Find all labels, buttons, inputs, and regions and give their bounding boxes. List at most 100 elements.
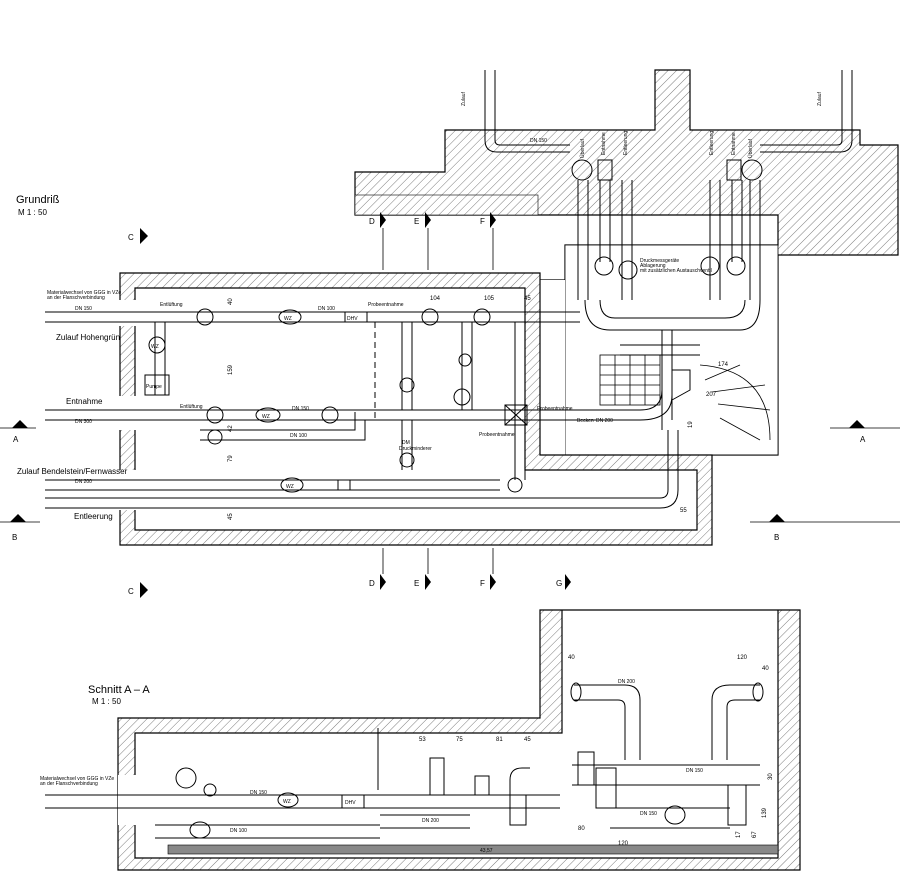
label-dn-150-entnahme: DN 150 [292,406,309,412]
label-druckmessgeraete: Druckmessgeräte [640,258,679,264]
label-dn-150-zulauf: DN 150 [530,138,547,144]
section-dn-150: DN 150 [250,790,267,796]
label-wz-2: WZ [284,316,292,322]
section-dn-100: DN 100 [230,828,247,834]
section-dim-40-left: 40 [568,655,575,661]
section-dim-40-right: 40 [762,666,769,672]
section-dim-120-top: 120 [737,655,748,661]
section-walls [117,609,801,871]
section-dim-17: 17 [736,831,742,838]
label-zulauf-right: Zulauf [817,91,823,106]
section-dim-67: 67 [752,831,758,838]
label-entleerung: Entleerung [74,512,113,521]
label-austauschventil: mit zusätzlichen Austauschventil [640,268,712,274]
section-mark-b-left: B [12,533,17,542]
section-mark-f-top: F [480,217,485,226]
section-dim-80: 80 [578,826,585,832]
section-mark-e-top: E [414,217,419,226]
section-wz: WZ [283,799,291,805]
dim-79: 79 [228,455,234,462]
riser-pipes [484,70,853,430]
label-dn-300: DN 300 [75,419,92,425]
section-view: Schnitt A – A M 1 : 50 Materialwechsel v… [40,609,801,871]
section-title: Schnitt A – A [88,684,150,696]
section-mark-e-bottom: E [414,579,419,588]
section-mark-b-right: B [774,533,779,542]
label-entnahme: Entnahme [66,397,103,406]
main-pipes [45,311,679,509]
plan-scale: M 1 : 50 [18,208,47,217]
section-mark-a-left: A [13,435,19,444]
section-pipes [45,682,764,839]
section-mark-c-top: C [128,233,134,242]
section-dn-200-right: DN 200 [618,679,635,685]
main-chamber-walls [119,272,713,546]
section-dim-30: 30 [768,773,774,780]
section-dim-120-bottom: 120 [618,841,629,847]
label-becken: Becken [577,418,594,424]
label-dhv: DHV [347,316,358,322]
section-dim-139: 139 [762,807,768,818]
probe-dashed-line [374,322,600,421]
label-entlueftung-2: Entlüftung [180,404,203,410]
label-entnahme-right: Entnahme [731,132,737,155]
section-mark-g-bottom: G [556,579,562,588]
plan-title: Grundriß [16,194,60,206]
label-entleerung-right: Entleerung [709,131,715,155]
section-mark-a-right: A [860,435,866,444]
section-mark-c-bottom: C [128,587,134,596]
section-mark-f-bottom: F [480,579,485,588]
dim-159: 159 [228,364,234,375]
label-dn-200-becken: DN 200 [596,418,613,424]
dim-40: 40 [228,298,234,305]
label-ueberlauf-left: Überlauf [579,138,586,158]
dim-19: 19 [688,421,694,428]
label-wz-4: WZ [286,484,294,490]
label-pumpe: Pumpe [146,384,162,390]
dim-105: 105 [484,296,495,302]
label-materialwechsel: Materialwechsel von GGG in VZe [47,290,121,296]
section-mark-d-bottom: D [369,579,375,588]
plan-view: Grundriß M 1 : 50 A A B B C C D E F D E … [0,69,900,598]
label-entnahme-left: Entnahme [601,132,607,155]
label-dn-150-hohengruen: DN 150 [75,306,92,312]
label-druckminderer: Druckminderer [399,446,432,452]
label-dn-100: DN 100 [318,306,335,312]
label-entlueftung: Entlüftung [160,302,183,308]
dim-55: 55 [680,508,687,514]
dim-42: 42 [228,425,234,432]
section-dim-53: 53 [419,737,426,743]
label-probeentnahme-3: Probeentnahme [479,432,515,438]
dim-45-left: 45 [228,513,234,520]
label-dm: DM [402,440,410,446]
section-scale: M 1 : 50 [92,697,121,706]
label-dn-200: DN 200 [75,479,92,485]
section-dn-150-lower: DN 150 [640,811,657,817]
valves [148,308,528,493]
label-materialwechsel-2: an der Flanschverbindung [47,295,105,301]
label-zulauf-left: Zulauf [461,91,467,106]
section-dhv: DHV [345,800,356,806]
label-entleerung-left: Entleerung [623,131,629,155]
section-dim-81: 81 [496,737,503,743]
dim-104: 104 [430,296,441,302]
label-zulauf-bendelstein: Zulauf Bendelstein/Fernwasser [17,467,128,476]
label-wz-1: WZ [151,344,159,350]
dim-174: 174 [718,362,729,368]
label-dn-100-bypass: DN 100 [290,433,307,439]
section-dn-200: DN 200 [422,818,439,824]
label-ablagerung: Ablagerung [640,263,666,269]
label-zulauf-hohengruen: Zulauf Hohengrün [56,333,120,342]
section-materialwechsel: Materialwechsel von GGG in VZe [40,776,114,782]
section-level: 43,57 [480,848,493,854]
section-markers [0,212,900,598]
section-materialwechsel-2: an der Flanschverbindung [40,781,98,787]
label-wz-3: WZ [262,414,270,420]
section-dn-150-right: DN 150 [686,768,703,774]
label-probeentnahme: Probeentnahme [368,302,404,308]
dim-45-top: 45 [524,296,531,302]
label-probeentnahme-2: Probeentnahme [537,406,573,412]
dim-207: 207 [706,392,717,398]
section-dim-45: 45 [524,737,531,743]
